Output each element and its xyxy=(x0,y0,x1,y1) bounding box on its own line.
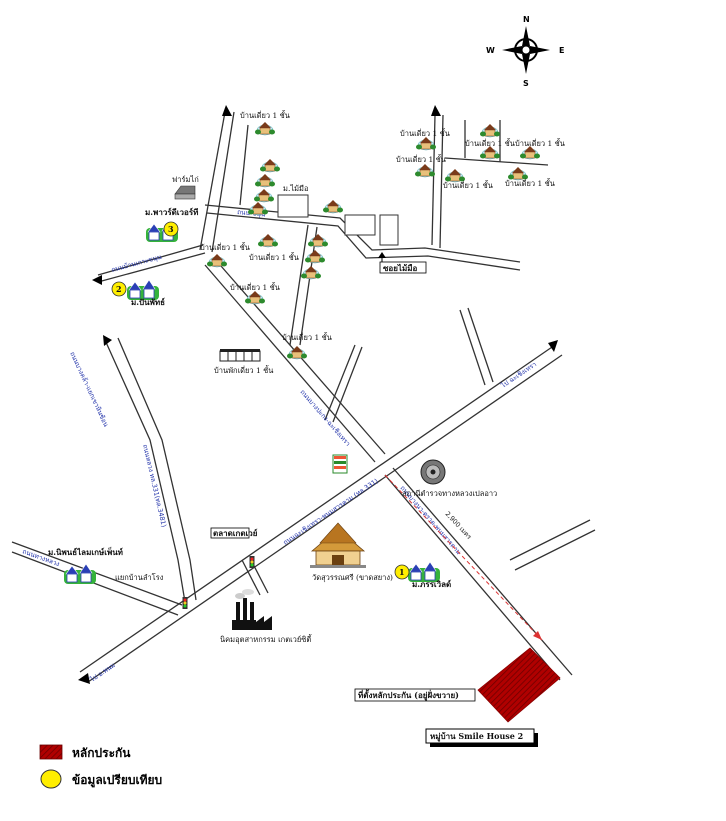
market-label: ตลาดเกตเวย์ xyxy=(213,528,258,538)
shophouse-icon xyxy=(219,349,261,362)
house-label: บ้านเดี่ยว 1 ชั้น xyxy=(505,178,555,188)
house-icons xyxy=(206,121,541,360)
marker-3-number: 3 xyxy=(168,224,174,234)
comparison-marker-1: 1 xyxy=(394,564,410,580)
village-pawadee: ม.พาวร์ดีเวอร์ที xyxy=(145,207,198,243)
road-label-left-diag: ถนนบางคล้า-แยกเขาหินซ้อน xyxy=(68,350,110,428)
house-label: บ้านเดี่ยว 1 ชั้น xyxy=(240,110,290,120)
house-label: บ้านเดี่ยว 1 ชั้น xyxy=(396,154,446,164)
police-label: สถานีตำรวจทางหลวงเปลอาว xyxy=(402,489,497,498)
collateral-site-label: ที่ตั้งหลักประกัน (อยู่ฝั่งขวาย) xyxy=(358,689,459,701)
marker-2-number: 2 xyxy=(116,284,122,294)
temple-label: วัดสุวรรณศรี (ขาดสยาง) xyxy=(312,573,393,582)
collateral-site-parcel xyxy=(477,647,561,723)
house-label: บ้านเดี่ยว 1 ชั้น xyxy=(230,282,280,292)
compass-n: N xyxy=(523,15,530,24)
soi-maimue-pointer: ซอยไม้มือ xyxy=(378,252,427,274)
traffic-light-icon xyxy=(182,597,188,609)
village-pawadee-label: ม.พาวร์ดีเวอร์ที xyxy=(145,207,198,217)
junction-label: แยกบ้านลำโรง xyxy=(115,573,164,582)
road-label-left-vert: ถนนหลวง ทล.331(ทล.3481) xyxy=(141,444,168,528)
house-label: บ้านเดี่ยว 1 ชั้น xyxy=(249,252,299,262)
traffic-light-icon xyxy=(249,556,255,568)
temple-icon xyxy=(310,522,366,568)
farm-label: ฟาร์มไก่ xyxy=(172,175,199,184)
shophouse-label: บ้านพักเดี่ยว 1 ชั้น xyxy=(214,365,273,375)
legend-comparison-label: ข้อมูลเปรียบเทียบ xyxy=(72,773,162,788)
village-right-label: ม.ภรรเวิลด์ xyxy=(412,579,451,589)
road-label-to-left: ไป อ.พนม xyxy=(88,661,117,684)
compass-w: W xyxy=(486,46,495,55)
legend-collateral-swatch xyxy=(39,744,63,760)
village-pannapat: ม.ปันพัทธ์ xyxy=(126,279,165,307)
village-right: ม.ภรรเวิลด์ xyxy=(407,561,451,589)
road-label-mid: ถนนบ้านเกาะขนุน xyxy=(110,253,163,274)
road-label-upper: ถนนบางปะกง-ฉะเชิงเทรา xyxy=(298,388,352,448)
compass-e: E xyxy=(559,46,564,55)
soi-maimue-blocks xyxy=(277,194,399,246)
compass-s: S xyxy=(523,79,529,88)
road-network xyxy=(11,111,596,683)
moo-maimue-label: ม.ไม้มือ xyxy=(283,184,309,193)
comparison-marker-3: 3 xyxy=(163,221,179,237)
house-labels: บ้านเดี่ยว 1 ชั้น บ้านเดี่ยว 1 ชั้น บ้าน… xyxy=(200,110,565,342)
soi-maimue-label: ซอยไม้มือ xyxy=(383,263,417,273)
village-name-box xyxy=(425,728,535,744)
comparison-marker-2: 2 xyxy=(111,281,127,297)
legend: หลักประกัน ข้อมูลเปรียบเทียบ xyxy=(39,744,162,789)
legend-comparison-swatch xyxy=(40,769,62,789)
seven-eleven-icon xyxy=(332,454,348,474)
farm-icon xyxy=(174,185,196,200)
road-end-arrows xyxy=(78,105,558,684)
collateral-site-box xyxy=(354,688,476,702)
house-label: บ้านเดี่ยว 1 ชั้น xyxy=(400,128,450,138)
industrial-label: นิคมอุตสาหกรรม เกตเวย์ซิตี้ xyxy=(220,634,313,644)
village-pannapat-label: ม.ปันพัทธ์ xyxy=(131,297,165,307)
house-label: บ้านเดี่ยว 1 ชั้น xyxy=(443,180,493,190)
village-left: ม.นิพนธ์ไลมเกษ์เพ็นท์ xyxy=(48,546,123,585)
village-name-label: หมู่บ้าน Smile House 2 xyxy=(430,731,523,742)
factory-icon xyxy=(232,589,272,630)
house-label: บ้านเดี่ยว 1 ชั้น xyxy=(515,138,565,148)
legend-collateral-label: หลักประกัน xyxy=(72,746,131,760)
house-label: บ้านเดี่ยว 1 ชั้น xyxy=(465,138,515,148)
police-station-icon xyxy=(420,459,446,485)
house-label: บ้านเดี่ยว 1 ชั้น xyxy=(282,332,332,342)
house-label: บ้านเดี่ยว 1 ชั้น xyxy=(200,242,250,252)
marker-1-number: 1 xyxy=(399,567,405,577)
compass-rose: N S W E xyxy=(486,15,564,88)
village-left-label: ม.นิพนธ์ไลมเกษ์เพ็นท์ xyxy=(48,546,123,557)
